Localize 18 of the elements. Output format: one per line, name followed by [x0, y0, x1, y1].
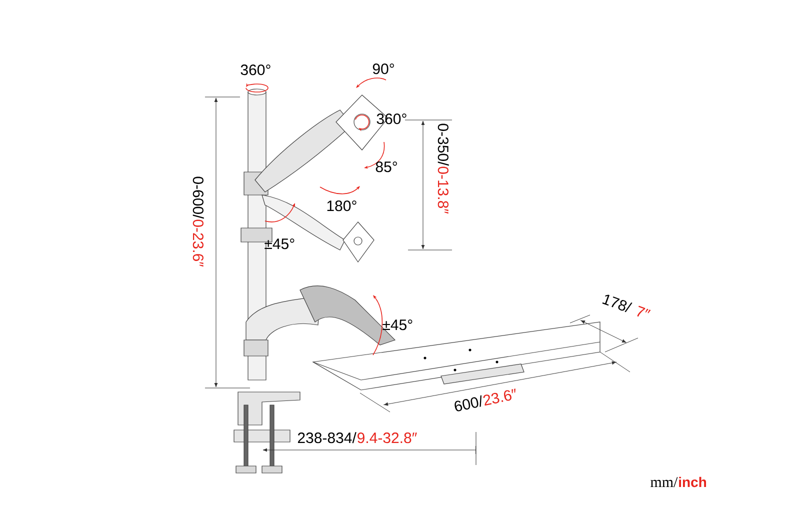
- dimension-label: inch: [679, 476, 706, 488]
- dimension-label: 180°: [327, 200, 356, 212]
- dimension-label: 0-13.8″: [438, 166, 448, 214]
- dimension-label: 178/: [602, 294, 632, 312]
- dimension-label: ±45°: [264, 238, 294, 250]
- dimension-label: 600/: [454, 395, 482, 412]
- dimension-label: 7″: [637, 306, 651, 317]
- dimension-label: 0-350/: [438, 124, 449, 166]
- dimension-label: 85°: [376, 162, 397, 172]
- dimension-label: mm/: [650, 477, 678, 488]
- dimension-label: 0-600/: [192, 176, 204, 219]
- dimension-label: ±45°: [382, 320, 412, 330]
- dimension-label: 360°: [240, 64, 270, 76]
- dimension-label: 238-834/: [298, 432, 356, 444]
- dimension-label: 0-23.6″: [192, 220, 204, 267]
- dimension-label: 9.4-32.8″: [358, 432, 417, 444]
- dimension-label: 23.6″: [483, 388, 516, 406]
- dimension-label: 90°: [372, 64, 394, 74]
